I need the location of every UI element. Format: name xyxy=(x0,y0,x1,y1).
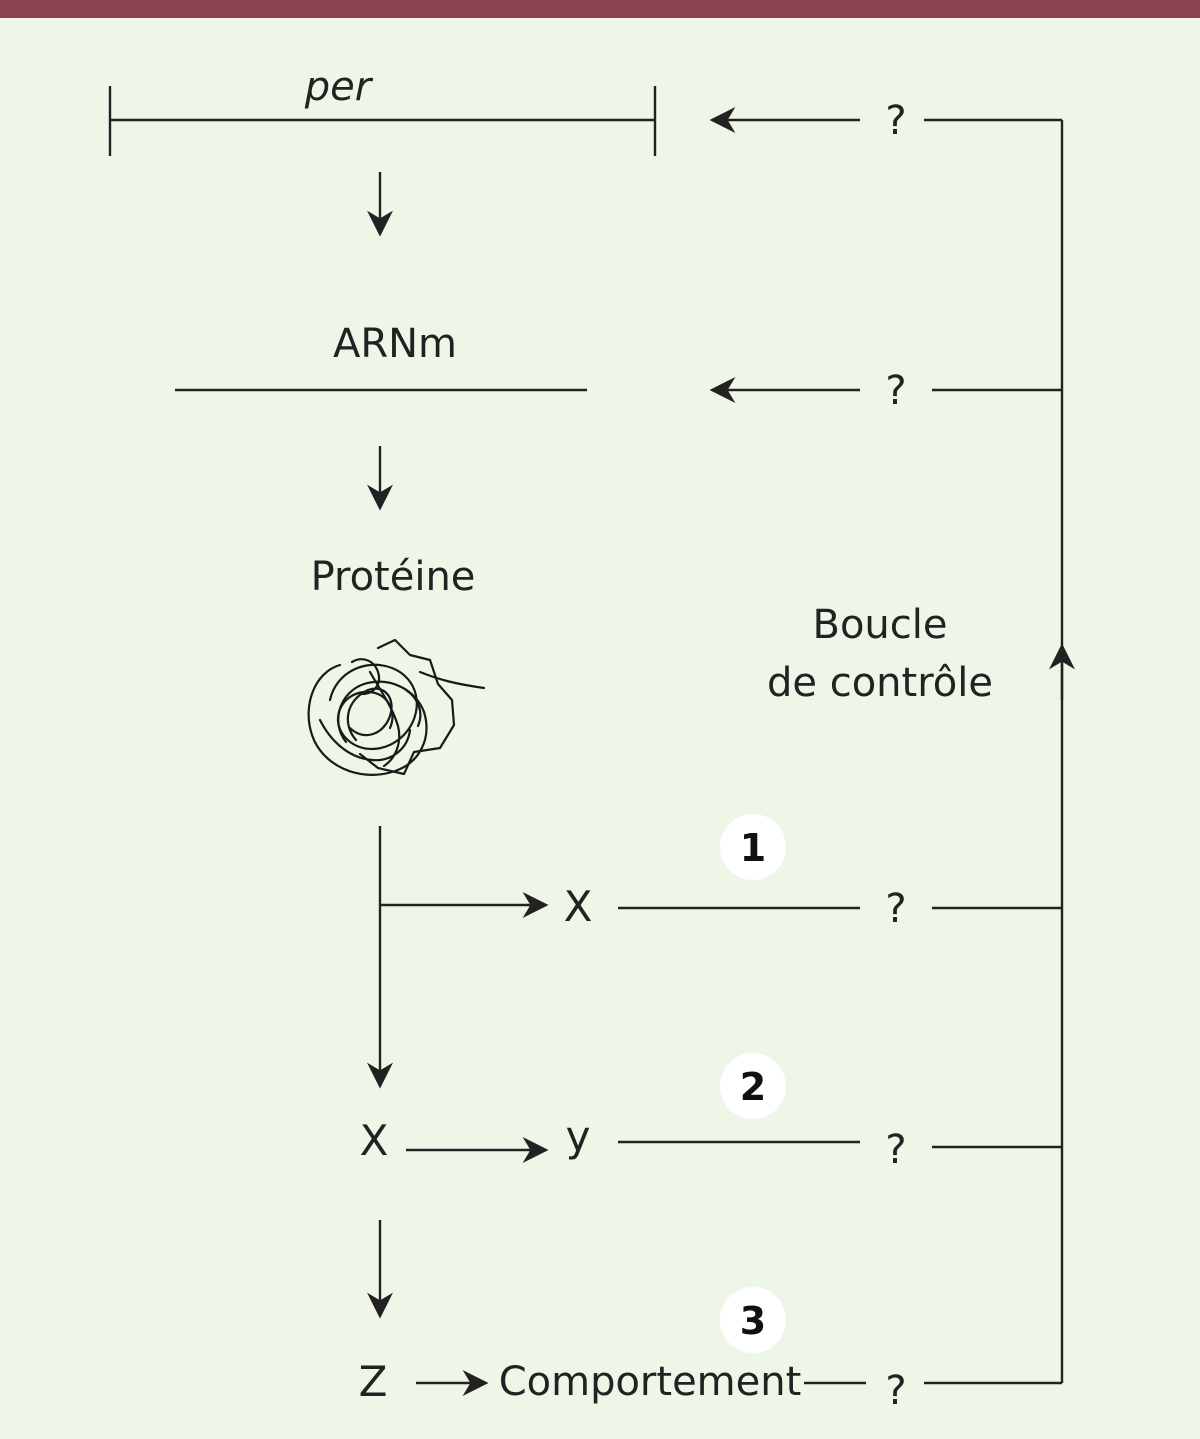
unknown-pathway-1: ? xyxy=(885,886,906,932)
pathway-1-number: 1 xyxy=(740,826,766,870)
unknown-pathway-2: ? xyxy=(885,1127,906,1173)
protein-label: Protéine xyxy=(311,554,476,600)
mrna-label: ARNm xyxy=(333,321,457,367)
loop-label-line1: Boucle xyxy=(813,602,948,648)
pathway-2-target: y xyxy=(566,1112,591,1161)
pathway-2-source: X xyxy=(360,1116,389,1165)
pathway-3-target: Comportement xyxy=(499,1359,802,1405)
pathway-1-target: X xyxy=(564,882,593,931)
loop-label-line2: de contrôle xyxy=(767,660,993,706)
top-color-bar xyxy=(0,0,1200,18)
pathway-2-number: 2 xyxy=(740,1065,766,1109)
pathway-3-number: 3 xyxy=(740,1299,766,1343)
gene-label: per xyxy=(304,64,374,110)
protein-tangle-icon xyxy=(307,638,486,776)
pathway-3-source: Z xyxy=(359,1357,388,1406)
unknown-gene-regulation: ? xyxy=(885,98,906,144)
pathway-3-badge xyxy=(720,1287,786,1353)
unknown-mrna-regulation: ? xyxy=(885,368,906,414)
pathway-1-badge xyxy=(720,814,786,880)
pathway-2-badge xyxy=(720,1053,786,1119)
unknown-pathway-3: ? xyxy=(885,1368,906,1414)
